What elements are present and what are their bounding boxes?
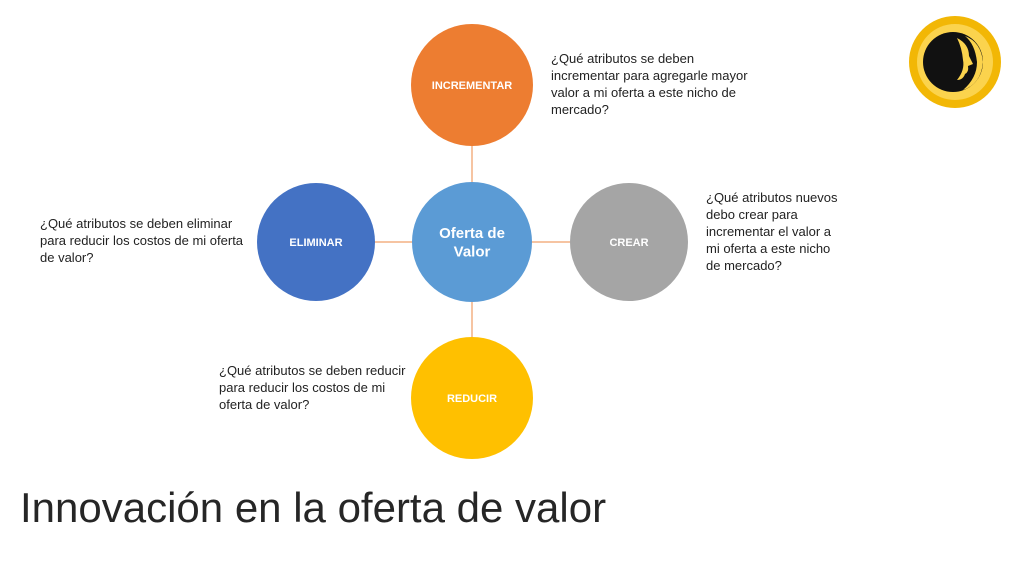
circle-reducir	[411, 337, 533, 459]
note-reducir: ¿Qué atributos se deben reducir para red…	[219, 363, 406, 412]
logo-face-profile-icon	[909, 16, 1001, 108]
circle-incrementar	[411, 24, 533, 146]
note-eliminar: ¿Qué atributos se deben eliminar para re…	[40, 216, 244, 265]
circle-center	[412, 182, 532, 302]
circle-label-incrementar: INCREMENTAR	[432, 80, 513, 92]
circle-label-reducir: REDUCIR	[447, 393, 497, 405]
circle-label-eliminar: ELIMINAR	[289, 237, 342, 249]
note-incrementar: ¿Qué atributos se deben incrementar para…	[551, 51, 748, 117]
circle-crear	[570, 183, 688, 301]
slide-title: Innovación en la oferta de valor	[20, 484, 607, 531]
note-crear: ¿Qué atributos nuevos debo crear para in…	[706, 190, 838, 273]
circle-eliminar	[257, 183, 375, 301]
circle-label-crear: CREAR	[609, 237, 648, 249]
